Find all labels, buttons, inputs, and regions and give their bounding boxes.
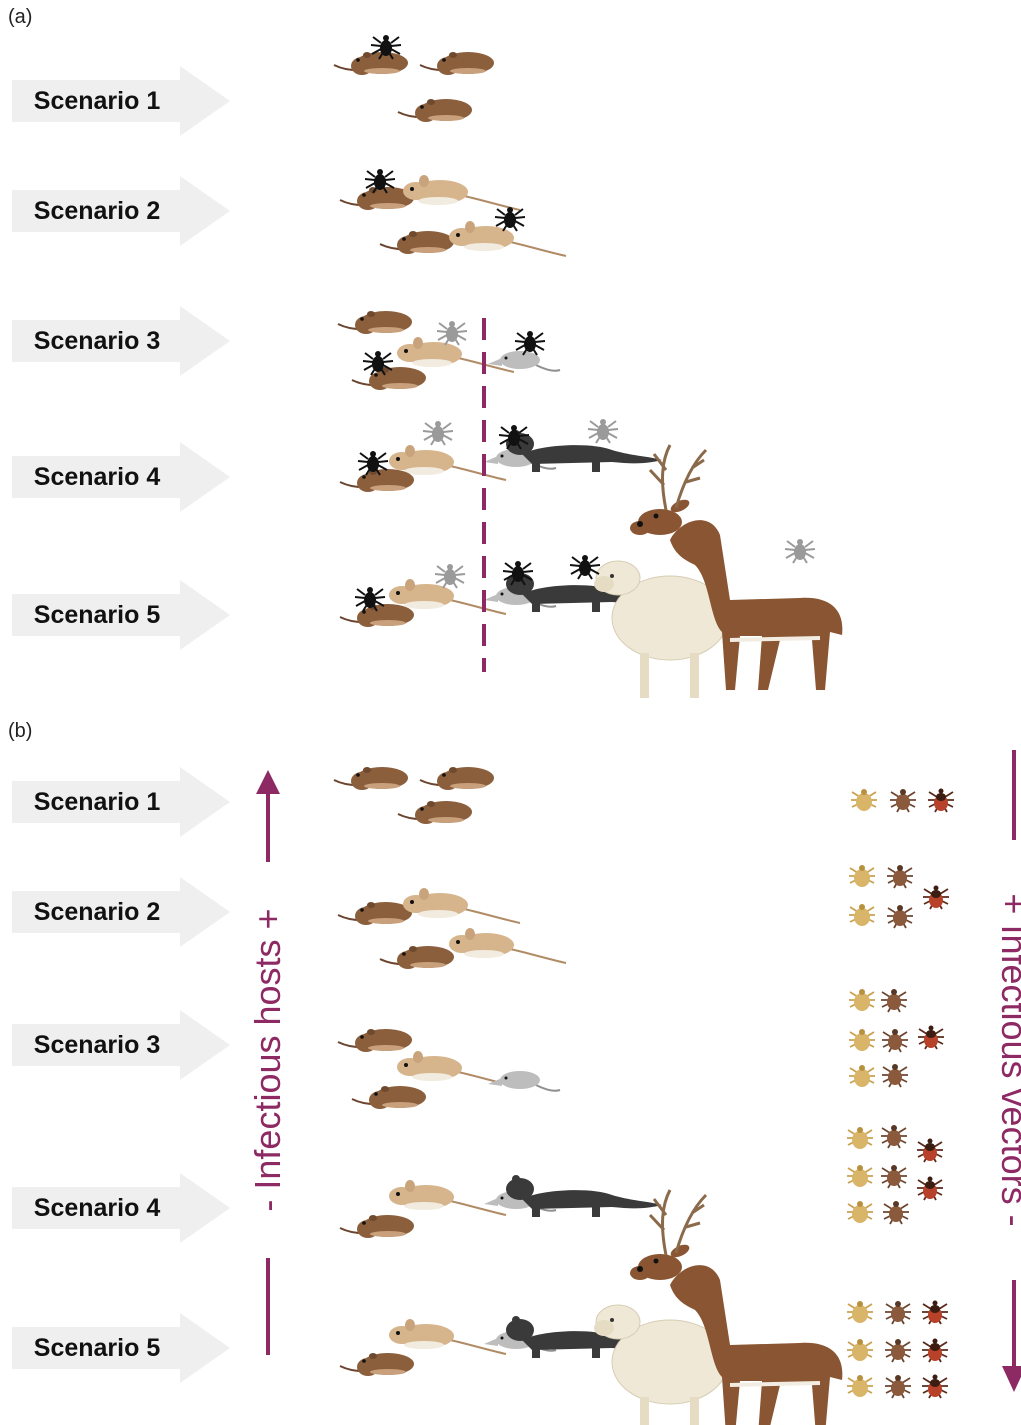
b3-hosts (338, 1029, 560, 1109)
a4-hosts (340, 419, 662, 492)
b1-hosts (334, 767, 494, 824)
b4-ticks (847, 1125, 943, 1224)
infectious-vectors-label: + Infectious vectors - (993, 893, 1021, 1226)
b5-ticks (847, 1301, 948, 1399)
b4-hosts (340, 1175, 662, 1238)
a1-hosts (334, 35, 494, 122)
a5-hosts (340, 445, 842, 698)
b2-hosts (338, 888, 566, 969)
infectious-hosts-label: - Infectious hosts + (247, 908, 289, 1211)
b2-ticks (849, 865, 949, 928)
a3-hosts (338, 311, 560, 390)
a2-hosts (340, 169, 566, 256)
b5-hosts (340, 1190, 842, 1425)
b3-ticks (849, 989, 944, 1087)
b1-ticks (851, 789, 954, 813)
